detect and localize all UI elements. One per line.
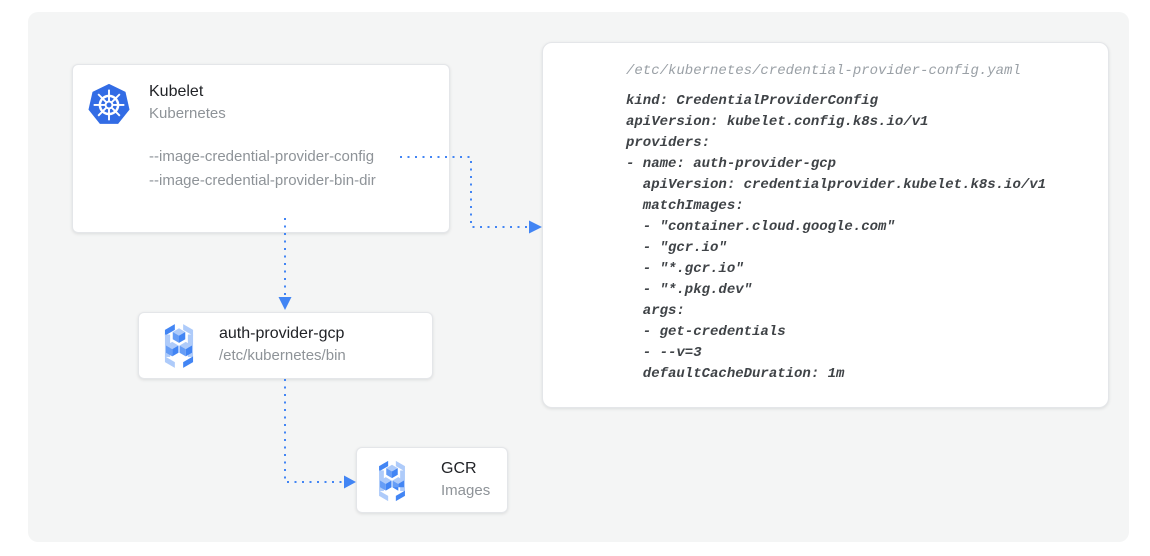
kubelet-title: Kubelet <box>149 83 204 100</box>
config-file-path: /etc/kubernetes/credential-provider-conf… <box>626 63 1021 79</box>
kubernetes-logo-icon <box>88 83 130 124</box>
credential-provider-config-panel: /etc/kubernetes/credential-provider-conf… <box>542 42 1109 408</box>
config-yaml-code: kind: CredentialProviderConfig apiVersio… <box>626 93 1047 382</box>
auth-provider-gcp-card: auth-provider-gcp /etc/kubernetes/bin <box>138 312 433 379</box>
container-registry-icon <box>379 460 405 502</box>
kubelet-subtitle: Kubernetes <box>149 105 226 122</box>
gcr-title: GCR <box>441 460 477 477</box>
flag-image-credential-provider-config: --image-credential-provider-config <box>149 148 375 165</box>
auth-provider-path: /etc/kubernetes/bin <box>219 347 346 364</box>
auth-provider-title: auth-provider-gcp <box>219 325 345 342</box>
flag-image-credential-provider-bin-dir: --image-credential-provider-bin-dir <box>149 172 376 189</box>
kubelet-flags: --image-credential-provider-config --ima… <box>149 145 376 193</box>
gcr-subtitle: Images <box>441 482 491 499</box>
gcr-card: GCR Images <box>356 447 508 513</box>
kubelet-card: Kubelet Kubernetes --image-credential-pr… <box>72 64 450 233</box>
container-registry-icon <box>164 324 194 368</box>
